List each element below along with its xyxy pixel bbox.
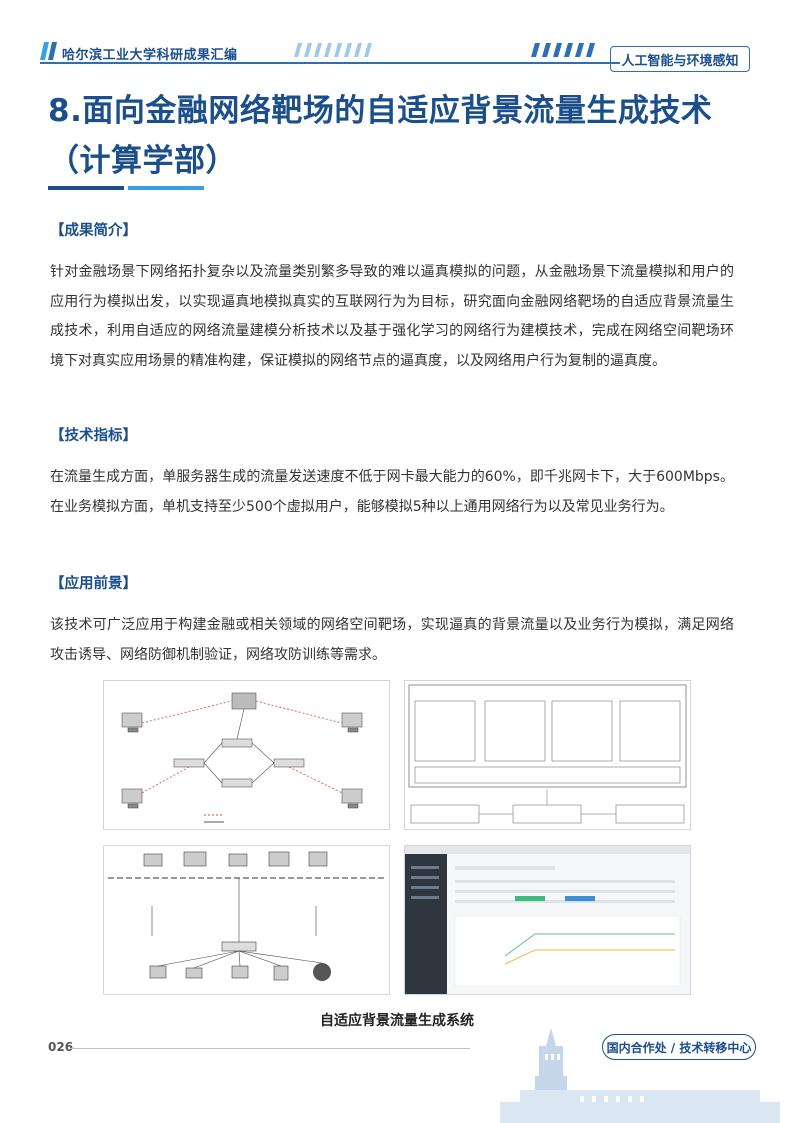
page-title-line2: （计算学部） [48,143,237,179]
title-underline-light [128,186,204,190]
header-org: 哈尔滨工业大学科研成果汇编 [62,48,238,63]
page-title-line1: 8.面向金融网络靶场的自适应背景流量生成技术 [48,93,713,129]
network-topology-diagram [121,692,363,823]
footer-rule [70,1048,470,1049]
figure-network-topology [103,680,390,830]
section-body-prospects: 该技术可广泛应用于构建金融或相关领域的网络空间靶场，实现逼真的背景流量以及业务行… [50,617,734,663]
section-heading-summary: 【成果简介】 [50,223,137,239]
section-body-specs: 在流量生成方面，单服务器生成的流量发送速度不低于网卡最大能力的60%，即千兆网卡… [50,469,734,515]
section-heading-prospects: 【应用前景】 [50,576,137,592]
section-heading-specs: 【技术指标】 [50,428,137,444]
footer-office-badge: 国内合作处 / 技术转移中心 [602,1034,756,1060]
figure-system-architecture [404,680,691,830]
figure-dashboard-screenshot [404,845,691,995]
terminal-network-diagram [108,851,384,981]
header-rule [40,62,620,64]
header-category-badge: 人工智能与环境感知 [610,46,750,72]
header-stripe-icon [40,42,57,60]
page-title: 8.面向金融网络靶场的自适应背景流量生成技术 （计算学部） [48,86,748,186]
system-architecture-diagram [408,684,687,824]
figure-terminal-network [103,845,390,995]
title-underline-dark [48,186,124,190]
page-number: 026 [48,1040,74,1054]
dashboard-screenshot-image [405,846,690,994]
building-illustration [500,1028,780,1123]
header-decoration [294,43,595,57]
section-body-summary: 针对金融场景下网络拓扑复杂以及流量类别繁多导致的难以逼真模拟的问题，从金融场景下… [50,264,734,369]
figure-caption: 自适应背景流量生成系统 [320,1013,474,1029]
